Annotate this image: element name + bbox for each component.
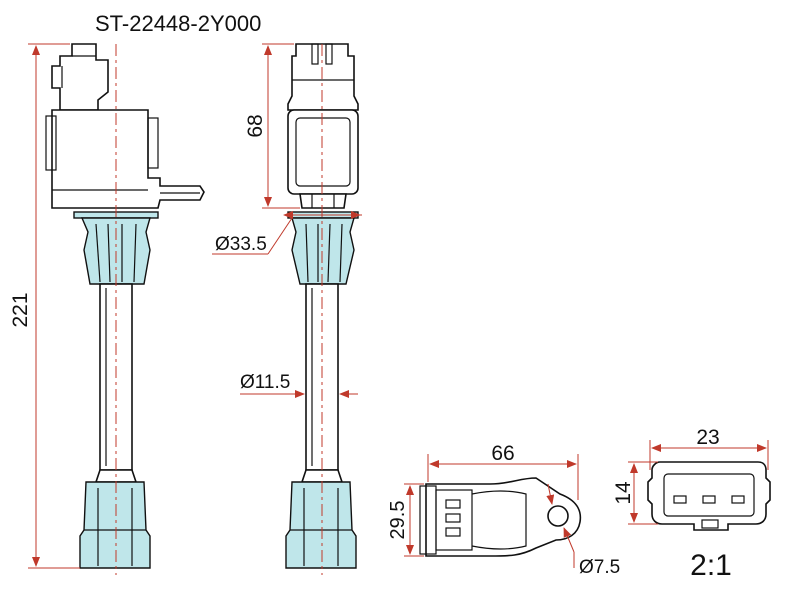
connector-width-dimension (649, 440, 769, 470)
seal-diameter-label: Ø33.5 (215, 234, 267, 255)
overall-length-dimension (28, 43, 80, 569)
flange-length-dimension (427, 454, 579, 500)
flange-length-label: 66 (491, 442, 514, 465)
front-coil-body (287, 109, 359, 209)
connector-width-label: 23 (696, 426, 719, 449)
pin-1 (673, 495, 687, 504)
side-lower-boot (79, 469, 151, 569)
part-number-title: ST-22448-2Y000 (95, 11, 261, 36)
front-connector (287, 43, 359, 111)
side-connector (51, 43, 109, 111)
flange-mounting-hole (547, 505, 569, 527)
side-coil-body (45, 109, 205, 209)
head-height-label: 68 (244, 114, 267, 137)
side-view (45, 43, 205, 575)
flange-height-label: 29.5 (387, 501, 409, 540)
connector-height-dimension (628, 461, 658, 525)
connector-height-label: 14 (612, 481, 635, 505)
seal-diameter-leader (212, 211, 362, 255)
head-height-dimension (262, 43, 300, 209)
front-view (285, 43, 359, 575)
tube-diameter-label: Ø11.5 (240, 372, 290, 393)
connector-face-view (647, 461, 771, 531)
front-upper-boot (291, 217, 355, 285)
hole-diameter-label: Ø7.5 (579, 557, 620, 578)
pin-2 (702, 495, 716, 504)
front-lower-boot (285, 469, 357, 569)
pin-3 (731, 495, 745, 504)
flange-view (419, 477, 582, 557)
scale-label: 2:1 (690, 549, 732, 582)
hole-diameter-leader (546, 483, 575, 568)
flange-height-dimension (404, 483, 424, 557)
overall-length-label: 221 (9, 292, 32, 327)
